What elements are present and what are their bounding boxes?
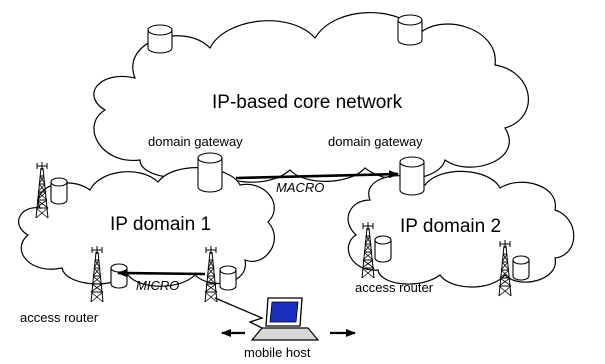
micro-label: MICRO (136, 278, 179, 293)
micro-arrow (117, 269, 206, 278)
laptop-icon (250, 297, 320, 341)
domain2-label: IP domain 2 (400, 216, 501, 237)
core-network-label: IP-based core network (212, 92, 403, 113)
core-network-cloud (93, 12, 529, 183)
access-router-domain1-right (219, 265, 237, 291)
macro-label: MACRO (276, 180, 324, 195)
access-router-left-label: access router (20, 310, 99, 325)
macro-arrow (235, 170, 399, 180)
access-router-domain2-left (374, 235, 392, 263)
domain-gateway-left-label: domain gateway (148, 134, 243, 149)
domain-gateway-left (197, 152, 223, 193)
domain-gateway-right (399, 156, 425, 196)
access-router-domain1-middle (110, 263, 128, 289)
domain1-cloud (18, 167, 275, 287)
core-router-left (147, 24, 173, 54)
access-router-domain1-left (50, 177, 68, 205)
access-router-domain2-right (512, 255, 530, 281)
mobile-host-label: mobile host (244, 345, 311, 360)
access-router-right-label: access router (355, 280, 434, 295)
domain1-label: IP domain 1 (110, 214, 211, 235)
domain-gateway-right-label: domain gateway (328, 134, 423, 149)
core-router-right (397, 14, 423, 46)
